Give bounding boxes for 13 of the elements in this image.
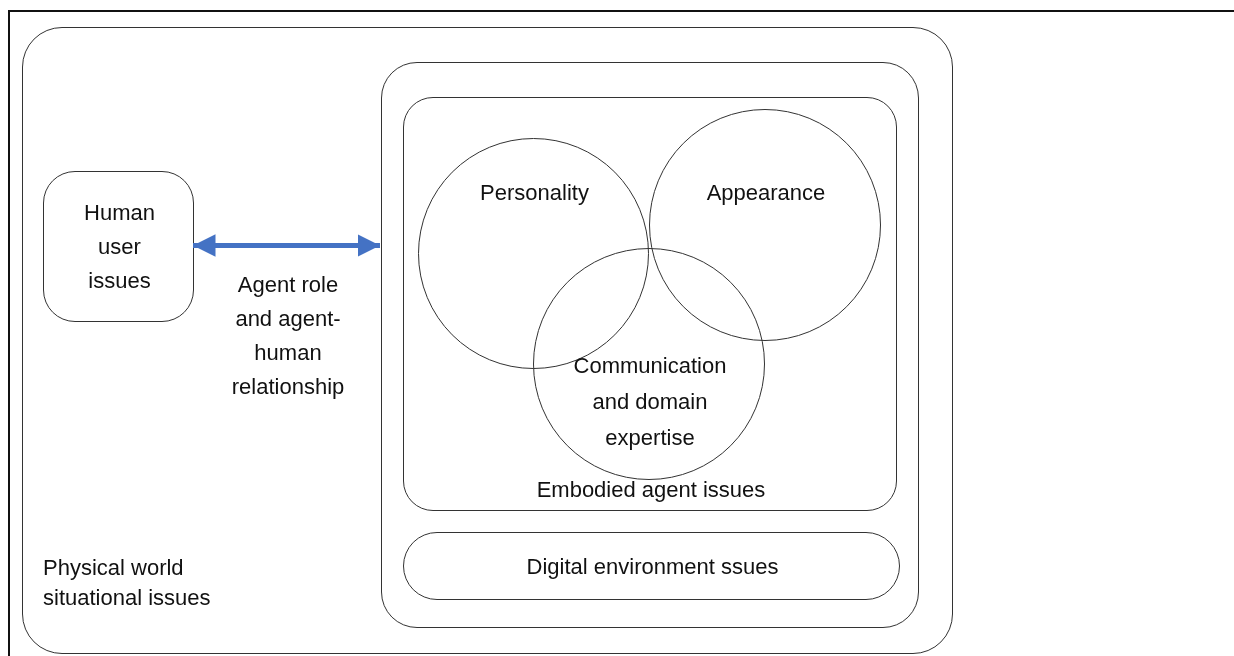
- rounded-container: [381, 62, 919, 628]
- circle-label: Personality: [479, 179, 590, 207]
- rounded-box: [43, 171, 194, 322]
- double-headed-arrow: [193, 234, 380, 257]
- box-label: Human user issues: [83, 199, 156, 295]
- box-label: Digital environment ssues: [525, 553, 780, 581]
- circle-label: Communication and domain expertise: [572, 352, 728, 452]
- edge-label: Agent role and agent-human relationship: [230, 271, 346, 401]
- circle-label: Appearance: [705, 179, 827, 207]
- box-title: Physical world situational issues: [43, 554, 212, 612]
- rounded-box: [403, 97, 897, 511]
- box-title: Embodied agent issues: [535, 476, 767, 504]
- outer-rounded-box: [22, 27, 953, 654]
